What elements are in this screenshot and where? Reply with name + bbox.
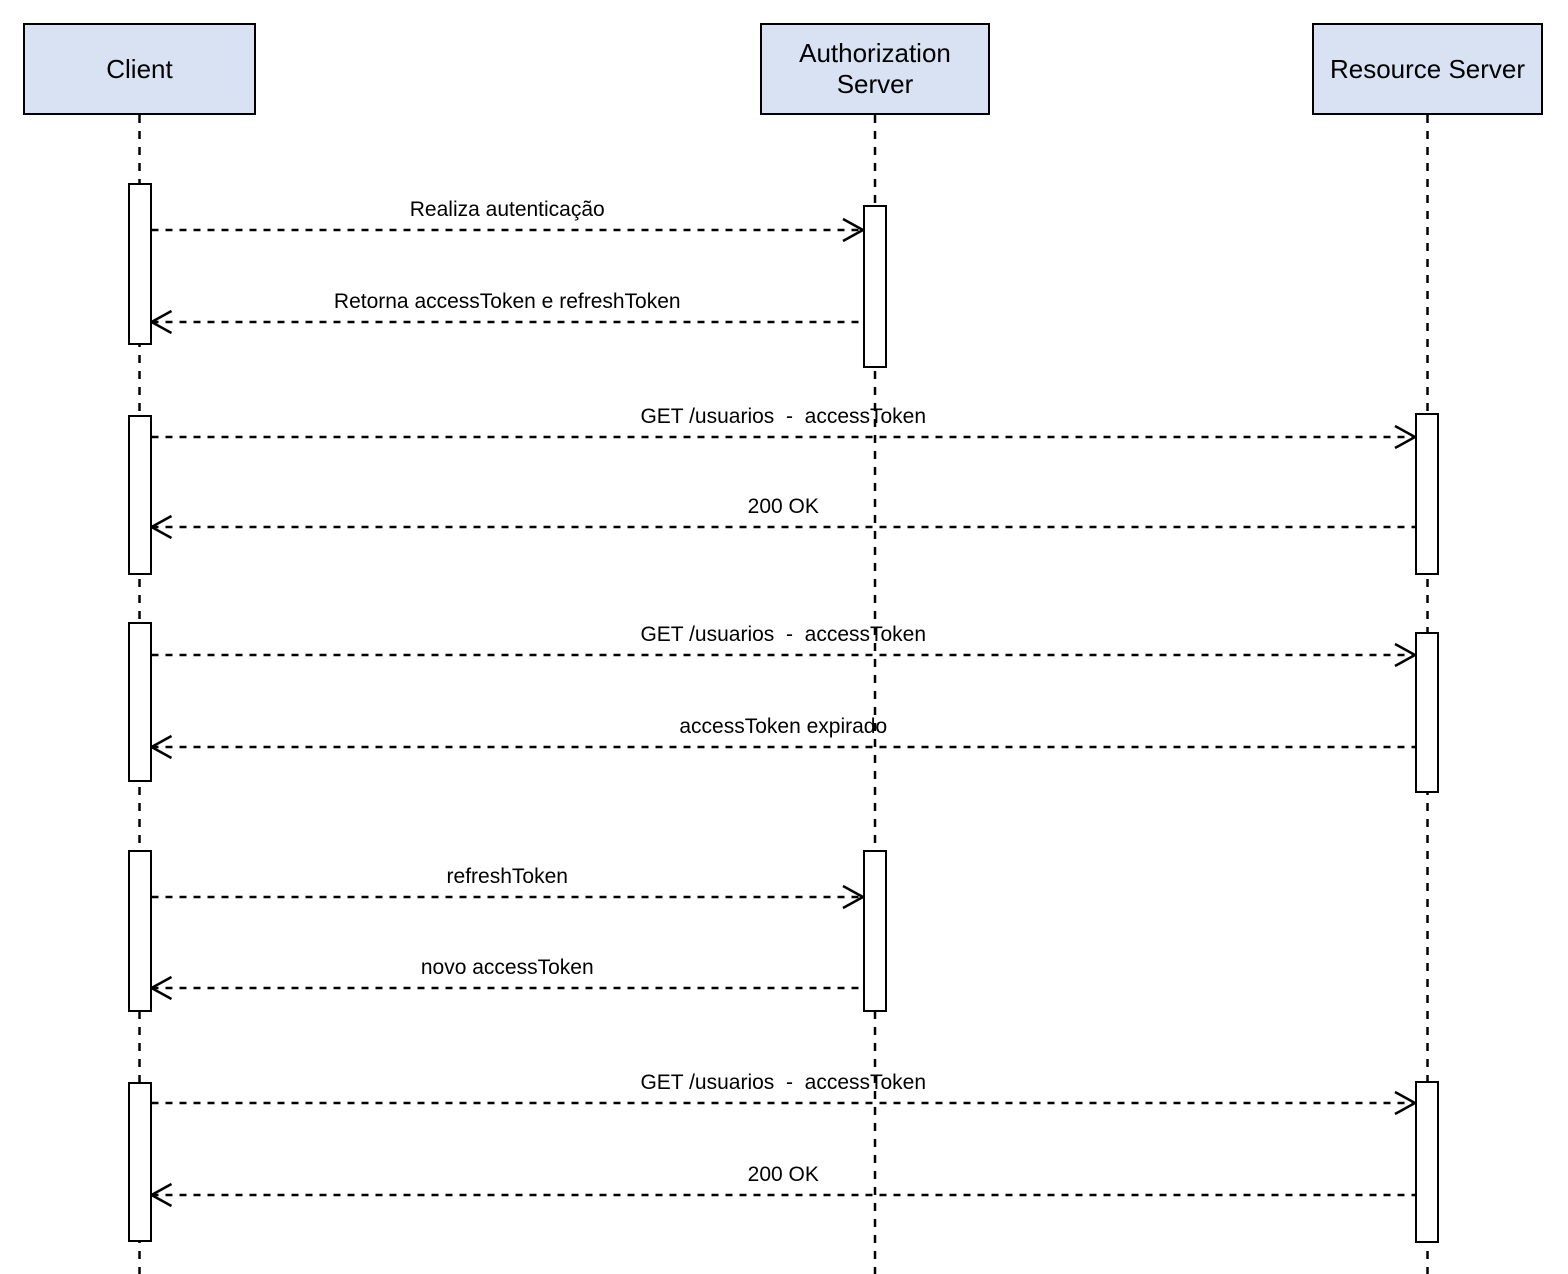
activation-bar-client [128,1082,152,1242]
message-label: Retorna accessToken e refreshToken [333,290,681,313]
message-label: GET /usuarios - accessToken [640,405,927,428]
actor-label: Resource Server [1329,53,1526,84]
message-label: novo accessToken [420,956,594,979]
activation-bar-resource-server [1415,413,1439,575]
actor-label: Authorization Server [799,38,951,99]
activation-bar-authorization-server [863,205,887,368]
activation-bar-resource-server [1415,1081,1439,1243]
message-label: GET /usuarios - accessToken [640,1071,927,1094]
activation-bar-client [128,415,152,575]
activation-bar-authorization-server [863,850,887,1012]
message-label: Realiza autenticação [409,198,605,221]
actor-box-resource-server: Resource Server [1312,23,1543,115]
activation-bar-resource-server [1415,632,1439,793]
activation-bar-client [128,622,152,782]
actor-box-client: Client [23,23,256,115]
message-label: GET /usuarios - accessToken [640,623,927,646]
message-label: 200 OK [747,495,819,518]
message-label: 200 OK [747,1163,819,1186]
message-label: refreshToken [446,865,568,888]
activation-bar-client [128,850,152,1012]
message-label: accessToken expirado [679,715,888,738]
actor-label: Client [106,53,173,84]
activation-bar-client [128,183,152,345]
actor-box-authorization-server: Authorization Server [760,23,990,115]
